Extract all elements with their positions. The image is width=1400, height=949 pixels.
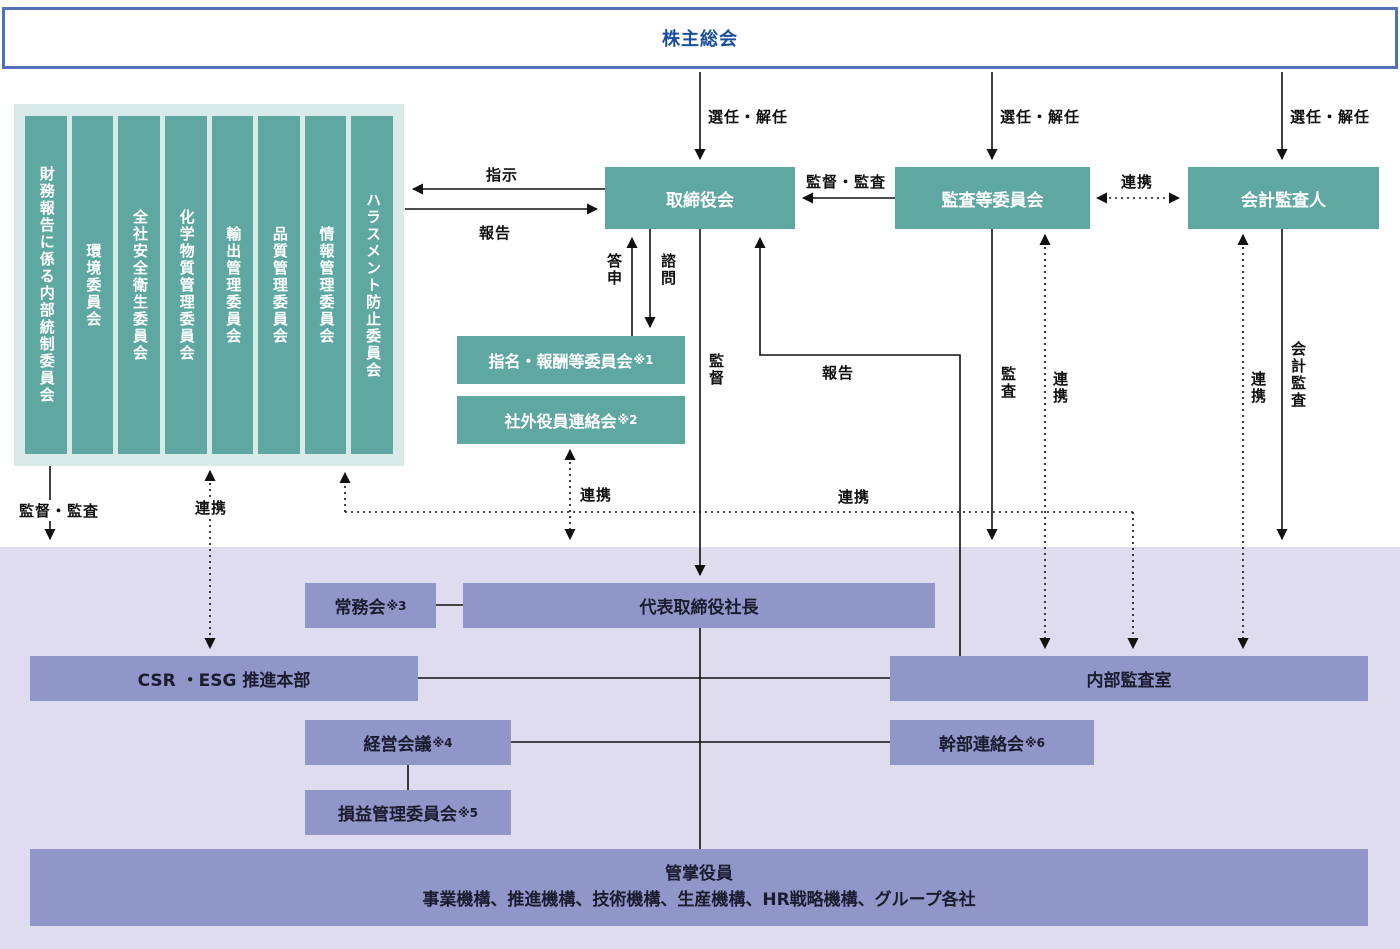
jomukai-box: 常務会※3 xyxy=(305,583,436,628)
csr-esg-box: CSR ・ESG 推進本部 xyxy=(30,656,418,701)
accounting-auditor-box: 会計監査人 xyxy=(1188,167,1379,229)
president-box: 代表取締役社長 xyxy=(463,583,935,628)
executive-liaison-box: 幹部連絡会※6 xyxy=(890,720,1094,765)
committee-export: 輸出管理委員会 xyxy=(211,116,254,454)
label-appoint-audit: 選任・解任 xyxy=(1000,108,1081,126)
nomination-committee-box: 指名・報酬等委員会※1 xyxy=(457,336,685,384)
shareholders-meeting-label: 株主総会 xyxy=(662,29,738,50)
label-renkei-outside: 連携 xyxy=(577,484,616,505)
internal-audit-label: 内部監査室 xyxy=(1086,671,1172,691)
shareholders-meeting-box: 株主総会 xyxy=(2,7,1398,69)
supervising-officers-title: 管掌役員 xyxy=(665,864,733,885)
note-1: ※1 xyxy=(633,353,654,367)
note-3: ※3 xyxy=(386,598,407,613)
note-6: ※6 xyxy=(1024,735,1045,750)
committee-chemical: 化学物質管理委員会 xyxy=(164,116,207,454)
board-of-directors-label: 取締役会 xyxy=(666,190,734,211)
committee-internal-control: 財務報告に係る内部統制委員会 xyxy=(25,116,67,454)
board-of-directors-box: 取締役会 xyxy=(605,167,795,229)
label-renkei-mid: 連携 xyxy=(838,488,871,506)
audit-committee-label: 監査等委員会 xyxy=(941,190,1044,211)
label-appoint-auditor: 選任・解任 xyxy=(1290,108,1371,126)
management-meeting-box: 経営会議※4 xyxy=(305,720,511,765)
csr-esg-label: CSR ・ESG 推進本部 xyxy=(137,671,311,691)
label-renkei-left: 連携 xyxy=(192,497,231,518)
label-report-left: 報告 xyxy=(479,224,512,242)
internal-audit-box: 内部監査室 xyxy=(890,656,1368,701)
label-kansa: 監査 xyxy=(999,366,1017,400)
note-4: ※4 xyxy=(432,735,453,750)
committee-information: 情報管理委員会 xyxy=(304,116,347,454)
label-toushin: 答申 xyxy=(605,253,623,287)
outside-officers-box: 社外役員連絡会※2 xyxy=(457,396,685,444)
label-supervise-audit: 監督・監査 xyxy=(806,173,887,191)
profit-loss-committee-box: 損益管理委員会※5 xyxy=(305,790,511,835)
label-kantoku: 監督 xyxy=(707,353,725,387)
label-accounting-audit: 会計監査 xyxy=(1289,341,1307,409)
label-appoint-board: 選任・解任 xyxy=(708,108,789,126)
supervising-officers-box: 管掌役員 事業機構、推進機構、技術機構、生産機構、HR戦略機構、グループ各社 xyxy=(30,849,1368,926)
committee-safety-health: 全社安全衛生委員会 xyxy=(118,116,160,454)
note-5: ※5 xyxy=(457,805,478,820)
label-renkei-auditor: 連携 xyxy=(1249,371,1267,405)
supervising-officers-subtitle: 事業機構、推進機構、技術機構、生産機構、HR戦略機構、グループ各社 xyxy=(422,890,976,910)
label-shimon: 諮問 xyxy=(659,253,677,287)
label-supervise-audit-left: 監督・監査 xyxy=(16,500,103,521)
note-2: ※2 xyxy=(617,413,638,427)
label-renkei-audit: 連携 xyxy=(1051,371,1069,405)
label-cooperate-top: 連携 xyxy=(1121,173,1154,191)
committee-environment: 環境委員会 xyxy=(71,116,114,454)
accounting-auditor-label: 会計監査人 xyxy=(1241,190,1326,211)
label-instruct: 指示 xyxy=(486,166,519,184)
audit-committee-box: 監査等委員会 xyxy=(895,167,1090,229)
committees-panel: 財務報告に係る内部統制委員会 環境委員会 全社安全衛生委員会 化学物質管理委員会… xyxy=(14,104,404,466)
label-houkoku: 報告 xyxy=(822,364,855,382)
president-label: 代表取締役社長 xyxy=(639,598,759,618)
committee-harassment: ハラスメント防止委員会 xyxy=(351,116,393,454)
committee-quality: 品質管理委員会 xyxy=(258,116,300,454)
